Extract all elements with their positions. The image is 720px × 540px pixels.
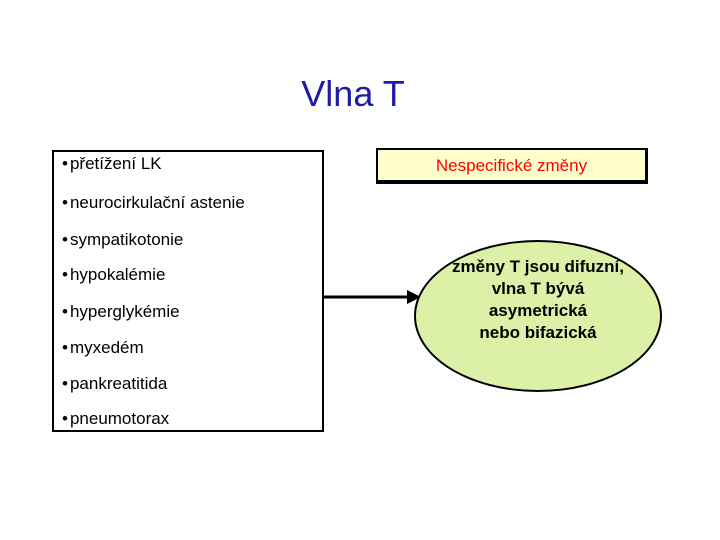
description-line: vlna T bývá xyxy=(491,279,585,298)
nonspecific-changes-header: Nespecifické změny xyxy=(376,148,648,184)
list-item: •neurocirkulační astenie xyxy=(62,193,245,212)
arrow-head xyxy=(407,290,421,304)
description-line: asymetrická xyxy=(488,301,588,320)
description-text: změny T jsou difuzní, vlna T bývá asymet… xyxy=(414,256,662,344)
bullet-icon: • xyxy=(62,154,68,173)
list-item: •pneumotorax xyxy=(62,409,170,428)
bullet-icon: • xyxy=(62,374,68,393)
list-item: •přetížení LK xyxy=(62,154,162,173)
description-line: změny T jsou difuzní, xyxy=(452,257,624,276)
list-item: •hypokalémie xyxy=(62,265,166,284)
list-item: •myxedém xyxy=(62,338,144,357)
bullet-icon: • xyxy=(62,409,68,428)
bullet-icon: • xyxy=(62,230,68,249)
bullet-icon: • xyxy=(62,338,68,357)
description-line: nebo bifazická xyxy=(479,323,597,342)
slide-title: Vlna T xyxy=(301,73,405,114)
bullet-icon: • xyxy=(62,193,68,212)
bullet-icon: • xyxy=(62,302,68,321)
list-item: •pankreatitida xyxy=(62,374,168,393)
list-item: •hyperglykémie xyxy=(62,302,180,321)
description-ellipse xyxy=(414,240,662,392)
causes-list-box: •přetížení LK •neurocirkulační astenie •… xyxy=(52,150,324,432)
list-item: •sympatikotonie xyxy=(62,230,184,249)
arrow-icon xyxy=(323,290,421,304)
bullet-icon: • xyxy=(62,265,68,284)
